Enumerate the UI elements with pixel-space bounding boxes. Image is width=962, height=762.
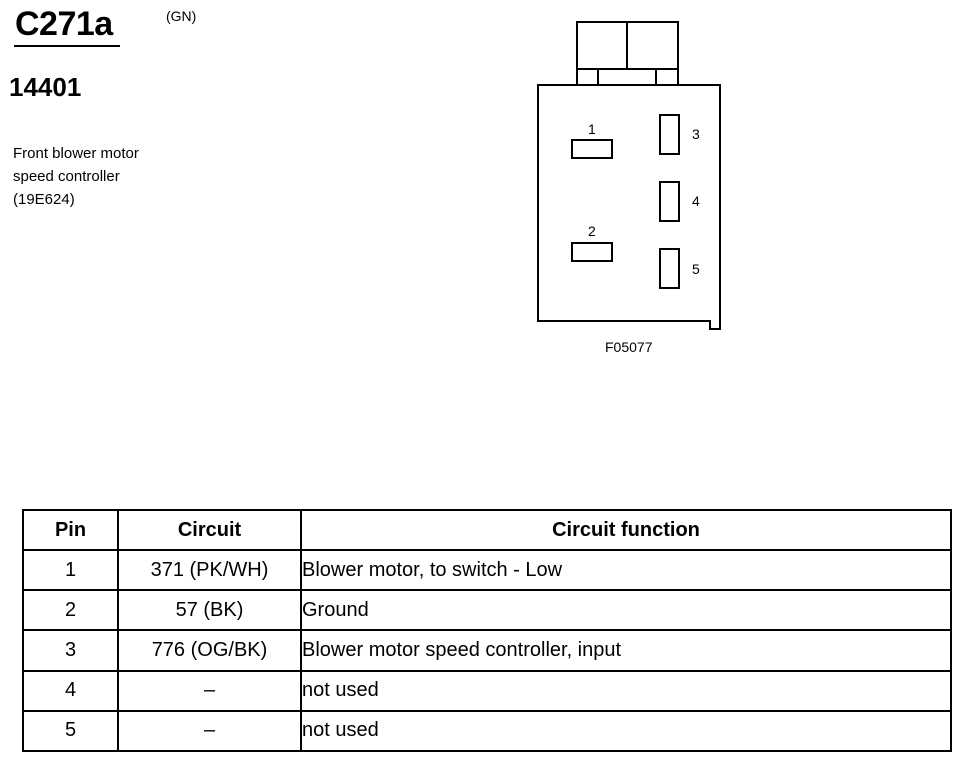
terminal-1 — [571, 139, 613, 159]
circuit-cell: 57 (BK) — [117, 589, 302, 632]
description-line: speed controller — [13, 168, 120, 185]
pin-label: 2 — [588, 223, 596, 239]
pin-cell: 4 — [22, 669, 119, 712]
description-line: Front blower motor — [13, 145, 139, 162]
table-row: 5 – not used — [22, 709, 952, 753]
function-cell: Ground — [300, 589, 952, 632]
terminal-2 — [571, 242, 613, 262]
table-row: 4 – not used — [22, 669, 952, 712]
terminal-4 — [659, 181, 680, 222]
pin-label: 1 — [588, 121, 596, 137]
table-row: 3 776 (OG/BK) Blower motor speed control… — [22, 629, 952, 672]
connector-id-underline — [14, 45, 120, 47]
figure-id: F05077 — [605, 339, 653, 355]
circuit-cell: 371 (PK/WH) — [117, 548, 302, 592]
pin-cell: 1 — [22, 548, 119, 592]
connector-id: C271a — [15, 5, 113, 43]
column-header-function: Circuit function — [300, 509, 952, 551]
pin-cell: 5 — [22, 709, 119, 753]
circuit-cell: 776 (OG/BK) — [117, 629, 302, 672]
table-row: 1 371 (PK/WH) Blower motor, to switch - … — [22, 548, 952, 592]
part-number: 14401 — [9, 72, 82, 102]
connector-latch-base — [576, 68, 679, 86]
table-header-row: Pin Circuit Circuit function — [22, 509, 952, 551]
pin-label: 3 — [692, 126, 700, 142]
function-cell: not used — [300, 669, 952, 712]
circuit-cell: – — [117, 709, 302, 753]
pinout-table: Pin Circuit Circuit function 1 371 (PK/W… — [22, 509, 952, 753]
table-row: 2 57 (BK) Ground — [22, 589, 952, 632]
pin-cell: 2 — [22, 589, 119, 632]
connector-body — [537, 84, 721, 330]
function-cell: Blower motor speed controller, input — [300, 629, 952, 672]
pin-label: 4 — [692, 193, 700, 209]
column-header-circuit: Circuit — [117, 509, 302, 551]
column-header-pin: Pin — [22, 509, 119, 551]
color-code: (GN) — [166, 8, 197, 24]
terminal-3 — [659, 114, 680, 155]
function-cell: Blower motor, to switch - Low — [300, 548, 952, 592]
terminal-5 — [659, 248, 680, 289]
description-line: (19E624) — [13, 191, 75, 208]
component-description: Front blower motor speed controller (19E… — [13, 142, 139, 211]
pin-cell: 3 — [22, 629, 119, 672]
function-cell: not used — [300, 709, 952, 753]
circuit-cell: – — [117, 669, 302, 712]
pin-label: 5 — [692, 261, 700, 277]
connector-face-diagram: 1 2 3 4 5 F05077 — [537, 21, 721, 355]
